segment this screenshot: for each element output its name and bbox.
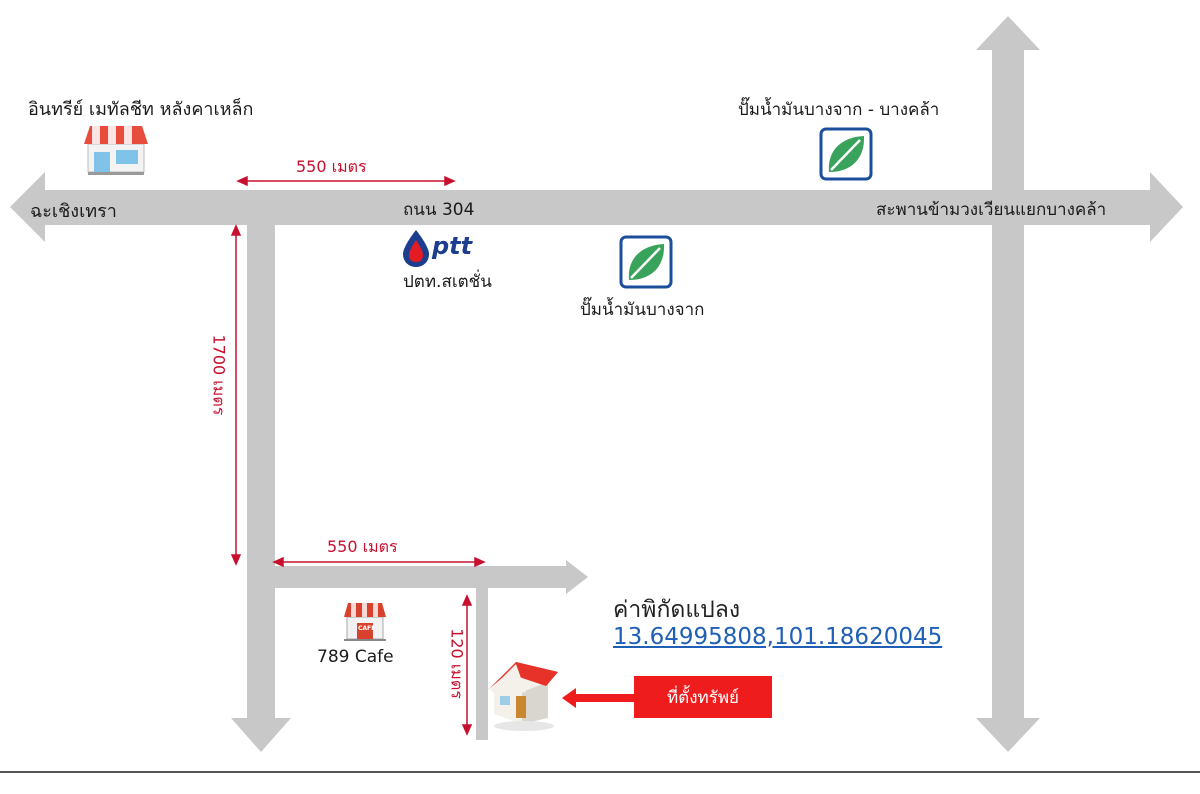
ptt-logo-icon bbox=[403, 230, 429, 267]
east-destination-label: สะพานข้ามวงเวียนแยกบางคล้า bbox=[876, 200, 1107, 220]
west-vertical-road bbox=[231, 225, 291, 752]
distance-vertical-long: 1700 เมตร bbox=[209, 334, 229, 416]
main-road bbox=[10, 172, 1183, 242]
roads bbox=[10, 16, 1183, 752]
east-vertical-road bbox=[976, 16, 1040, 752]
distance-top-horizontal: 550 เมตร bbox=[296, 157, 367, 176]
bangchak-logo-icon bbox=[619, 235, 673, 289]
road-name-label: ถนน 304 bbox=[403, 200, 475, 220]
property-location-tag: ที่ตั้งทรัพย์ bbox=[634, 676, 772, 718]
coordinates-link[interactable]: 13.64995808,101.18620045 bbox=[613, 624, 943, 650]
property-pointer-arrow bbox=[562, 688, 640, 708]
cafe-icon bbox=[344, 603, 386, 641]
distance-markers bbox=[230, 175, 486, 736]
distance-lower-horizontal: 550 เมตร bbox=[327, 537, 398, 556]
west-destination-label: ฉะเชิงเทรา bbox=[30, 201, 117, 222]
bangchak-logo-icon bbox=[819, 127, 873, 181]
distance-vertical-short: 120 เมตร bbox=[447, 628, 467, 699]
house-icon bbox=[488, 662, 558, 731]
ptt-station-label: ปตท.สเตชั่น bbox=[403, 272, 492, 292]
bottom-divider bbox=[0, 771, 1200, 773]
shop-label: อินทรีย์ เมทัลชีท หลังคาเหล็ก bbox=[28, 99, 254, 120]
property-access-road bbox=[476, 588, 488, 740]
gas-station-1-label: ปั๊มน้ำมันบางจาก - บางคล้า bbox=[738, 100, 940, 120]
coordinates-title: ค่าพิกัดแปลง bbox=[613, 597, 741, 623]
ptt-logo-text: ptt bbox=[432, 232, 473, 260]
soi-road bbox=[275, 560, 588, 594]
cafe-label: 789 Cafe bbox=[317, 647, 394, 667]
cafe-sign-text: CAFE bbox=[358, 625, 376, 632]
shop-icon bbox=[84, 126, 148, 175]
gas-station-2-label: ปั๊มน้ำมันบางจาก bbox=[580, 300, 705, 320]
